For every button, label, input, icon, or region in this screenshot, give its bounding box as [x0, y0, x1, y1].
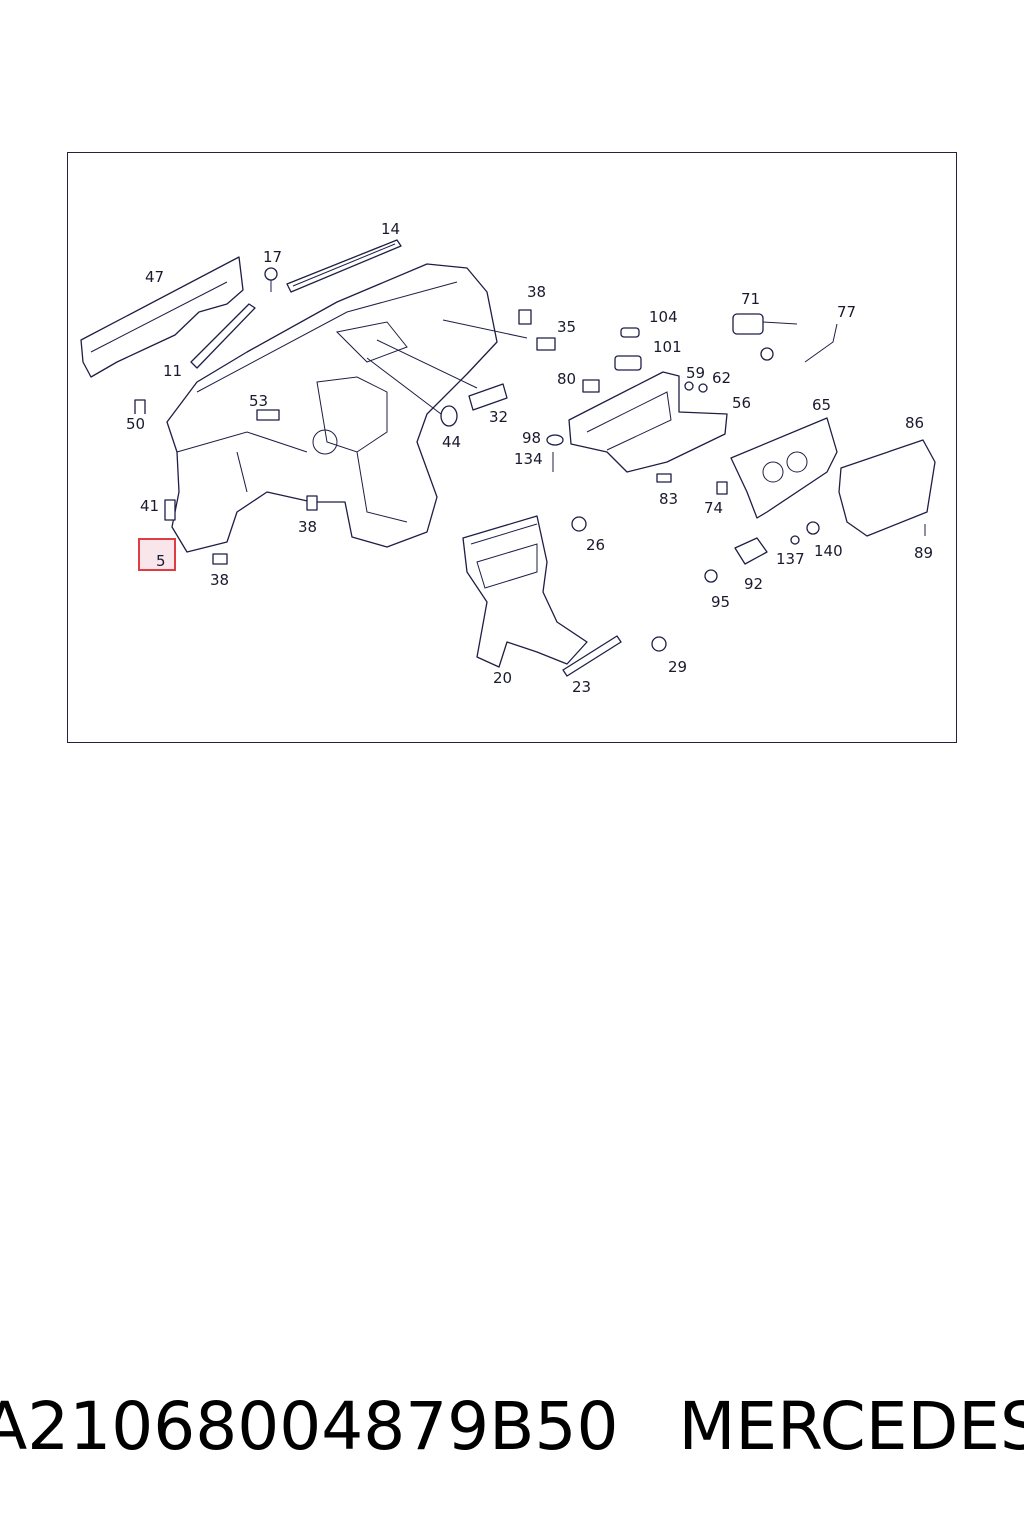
callout-41[interactable]: 41	[140, 497, 159, 515]
callout-104[interactable]: 104	[649, 308, 678, 326]
callout-11[interactable]: 11	[163, 362, 182, 380]
callout-47[interactable]: 47	[145, 268, 164, 286]
part-26-screw	[571, 516, 587, 532]
callout-44[interactable]: 44	[442, 433, 461, 451]
part-38-clip-a	[518, 309, 532, 325]
callout-labels: 14 17 47 38 35 104 71 77 101 11 80 59 62…	[126, 220, 933, 696]
callout-14[interactable]: 14	[381, 220, 400, 238]
part-29-screw	[651, 636, 667, 652]
callout-59[interactable]: 59	[686, 364, 705, 382]
part-101-switch	[614, 355, 642, 371]
callout-38c[interactable]: 38	[210, 571, 229, 589]
part-32-bracket	[468, 383, 508, 411]
part-137-screw	[790, 535, 800, 545]
callout-86[interactable]: 86	[905, 414, 924, 432]
callout-77[interactable]: 77	[837, 303, 856, 321]
part-71-lock	[732, 313, 798, 361]
part-98-cap	[546, 434, 564, 446]
part-41-clip	[164, 499, 176, 521]
part-35-clip	[536, 337, 556, 351]
callout-134[interactable]: 134	[514, 450, 543, 468]
part-74-clip	[716, 481, 728, 495]
part-38-clip-b	[306, 495, 318, 511]
callout-26[interactable]: 26	[586, 536, 605, 554]
callout-38a[interactable]: 38	[527, 283, 546, 301]
part-44-ring	[440, 405, 458, 427]
callout-89[interactable]: 89	[914, 544, 933, 562]
part-38-clip-c	[212, 553, 228, 565]
part-104-bulb	[620, 327, 640, 338]
part-23-strip	[562, 635, 622, 677]
brand-name: MERCEDES	[678, 1387, 1024, 1465]
callout-23[interactable]: 23	[572, 678, 591, 696]
callout-83[interactable]: 83	[659, 490, 678, 508]
callout-35[interactable]: 35	[557, 318, 576, 336]
part-53-bracket	[256, 409, 280, 421]
part-59-screw	[684, 381, 694, 391]
part-50-clip	[134, 399, 146, 414]
callout-17[interactable]: 17	[263, 248, 282, 266]
callout-101[interactable]: 101	[653, 338, 682, 356]
callout-92[interactable]: 92	[744, 575, 763, 593]
callout-140[interactable]: 140	[814, 542, 843, 560]
part-47-panel	[80, 256, 244, 378]
part-92-cap	[734, 537, 768, 565]
callout-53[interactable]: 53	[249, 392, 268, 410]
part-62-nut	[698, 383, 708, 393]
callout-80[interactable]: 80	[557, 370, 576, 388]
footer: A21068004879B50 MERCEDES	[0, 1376, 1024, 1476]
callout-56[interactable]: 56	[732, 394, 751, 412]
part-11-vent-strip	[190, 303, 256, 369]
part-77-rod	[804, 323, 838, 363]
callout-65[interactable]: 65	[812, 396, 831, 414]
part-95-screw	[704, 569, 718, 583]
callout-74[interactable]: 74	[704, 499, 723, 517]
parts-diagram: 14 17 47 38 35 104 71 77 101 11 80 59 62…	[80, 220, 936, 696]
part-80-clip	[582, 379, 600, 393]
callout-95[interactable]: 95	[711, 593, 730, 611]
callout-29[interactable]: 29	[668, 658, 687, 676]
dashboard-body	[166, 263, 498, 553]
highlight-part-5	[138, 538, 176, 571]
callout-38b[interactable]: 38	[298, 518, 317, 536]
callout-62[interactable]: 62	[712, 369, 731, 387]
part-65-cluster-housing	[730, 417, 838, 519]
callout-71[interactable]: 71	[741, 290, 760, 308]
part-140-plug	[806, 521, 820, 535]
leader-lines	[366, 319, 528, 415]
part-56-glovebox	[568, 371, 728, 473]
part-86-cover	[838, 439, 936, 537]
part-83-clip	[656, 473, 672, 483]
callout-137[interactable]: 137	[776, 550, 805, 568]
part-number: A21068004879B50	[0, 1387, 619, 1465]
callout-50[interactable]: 50	[126, 415, 145, 433]
callout-98[interactable]: 98	[522, 429, 541, 447]
callout-20[interactable]: 20	[493, 669, 512, 687]
part-20-console	[462, 515, 588, 668]
callout-5[interactable]: 5	[156, 552, 166, 570]
part-17-clip	[264, 267, 278, 292]
part-14-vent-strip	[286, 239, 402, 293]
callout-32[interactable]: 32	[489, 408, 508, 426]
diagram-frame	[67, 152, 957, 743]
